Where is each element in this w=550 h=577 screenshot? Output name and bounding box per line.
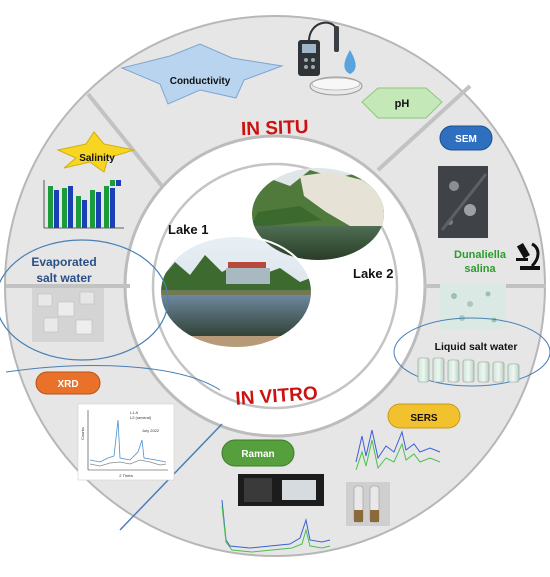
salinity-label: Salinity <box>79 153 115 164</box>
sers-tubes-photo <box>346 482 390 526</box>
evaporated-outline <box>0 239 169 361</box>
conductivity-badge: Conductivity <box>120 43 284 105</box>
xrd-legend-1: L1 A <box>130 410 138 415</box>
microscope-icon <box>516 242 540 270</box>
conductivity-label: Conductivity <box>170 76 231 87</box>
salt-crystal-photo <box>32 288 104 342</box>
raman-sample-photo <box>238 474 324 506</box>
liquid-salt-water-outline <box>393 317 550 387</box>
raman-badge: Raman <box>221 439 295 467</box>
lake2-photo <box>252 168 384 260</box>
xrd-date: July 2022 <box>142 428 160 433</box>
dunaliella-label-line1: Dunaliella <box>454 249 507 261</box>
sers-label: SERS <box>410 413 438 424</box>
conductivity-meter-icon <box>298 21 339 76</box>
raman-spectrum <box>221 499 331 553</box>
dunaliella-label-line2: salina <box>464 263 496 275</box>
dunaliella-micrograph <box>440 284 506 330</box>
lake1-label: Lake 1 <box>168 222 208 237</box>
sers-badge: SERS <box>387 403 461 429</box>
evaporated-label-line2: salt water <box>36 271 92 285</box>
divider-top-left <box>86 92 164 188</box>
xrd-label: XRD <box>57 379 78 390</box>
xrd-xlabel: 2 Theta <box>119 473 133 478</box>
xrd-legend-2: L2 (several) <box>130 415 152 420</box>
salinity-bar-chart <box>43 180 124 229</box>
salinity-badge: Salinity <box>56 131 135 173</box>
xrd-ylabel: Counts <box>80 427 85 440</box>
sem-badge: SEM <box>439 125 493 151</box>
lake1-photo-border <box>159 235 313 349</box>
sem-micrograph <box>438 166 488 238</box>
evaporated-label-line1: Evaporated <box>31 255 96 269</box>
sers-spectrum <box>355 429 441 471</box>
petri-dish-icon <box>309 76 363 96</box>
raman-label: Raman <box>241 449 274 460</box>
liquid-salt-water-label: Liquid salt water <box>435 341 518 353</box>
sem-label: SEM <box>455 134 477 145</box>
xrd-plot: L1 A L2 (several) July 2022 2 Theta Coun… <box>77 403 175 481</box>
lake2-label: Lake 2 <box>353 266 393 281</box>
ph-label: pH <box>395 98 410 110</box>
sample-vials <box>417 357 520 383</box>
in-situ-label: IN SITU <box>241 117 309 140</box>
accent-line-left <box>5 365 221 391</box>
divider-top-right <box>376 84 472 172</box>
ph-badge: pH <box>361 87 443 119</box>
water-drop-icon <box>344 50 356 74</box>
xrd-badge: XRD <box>35 371 101 395</box>
